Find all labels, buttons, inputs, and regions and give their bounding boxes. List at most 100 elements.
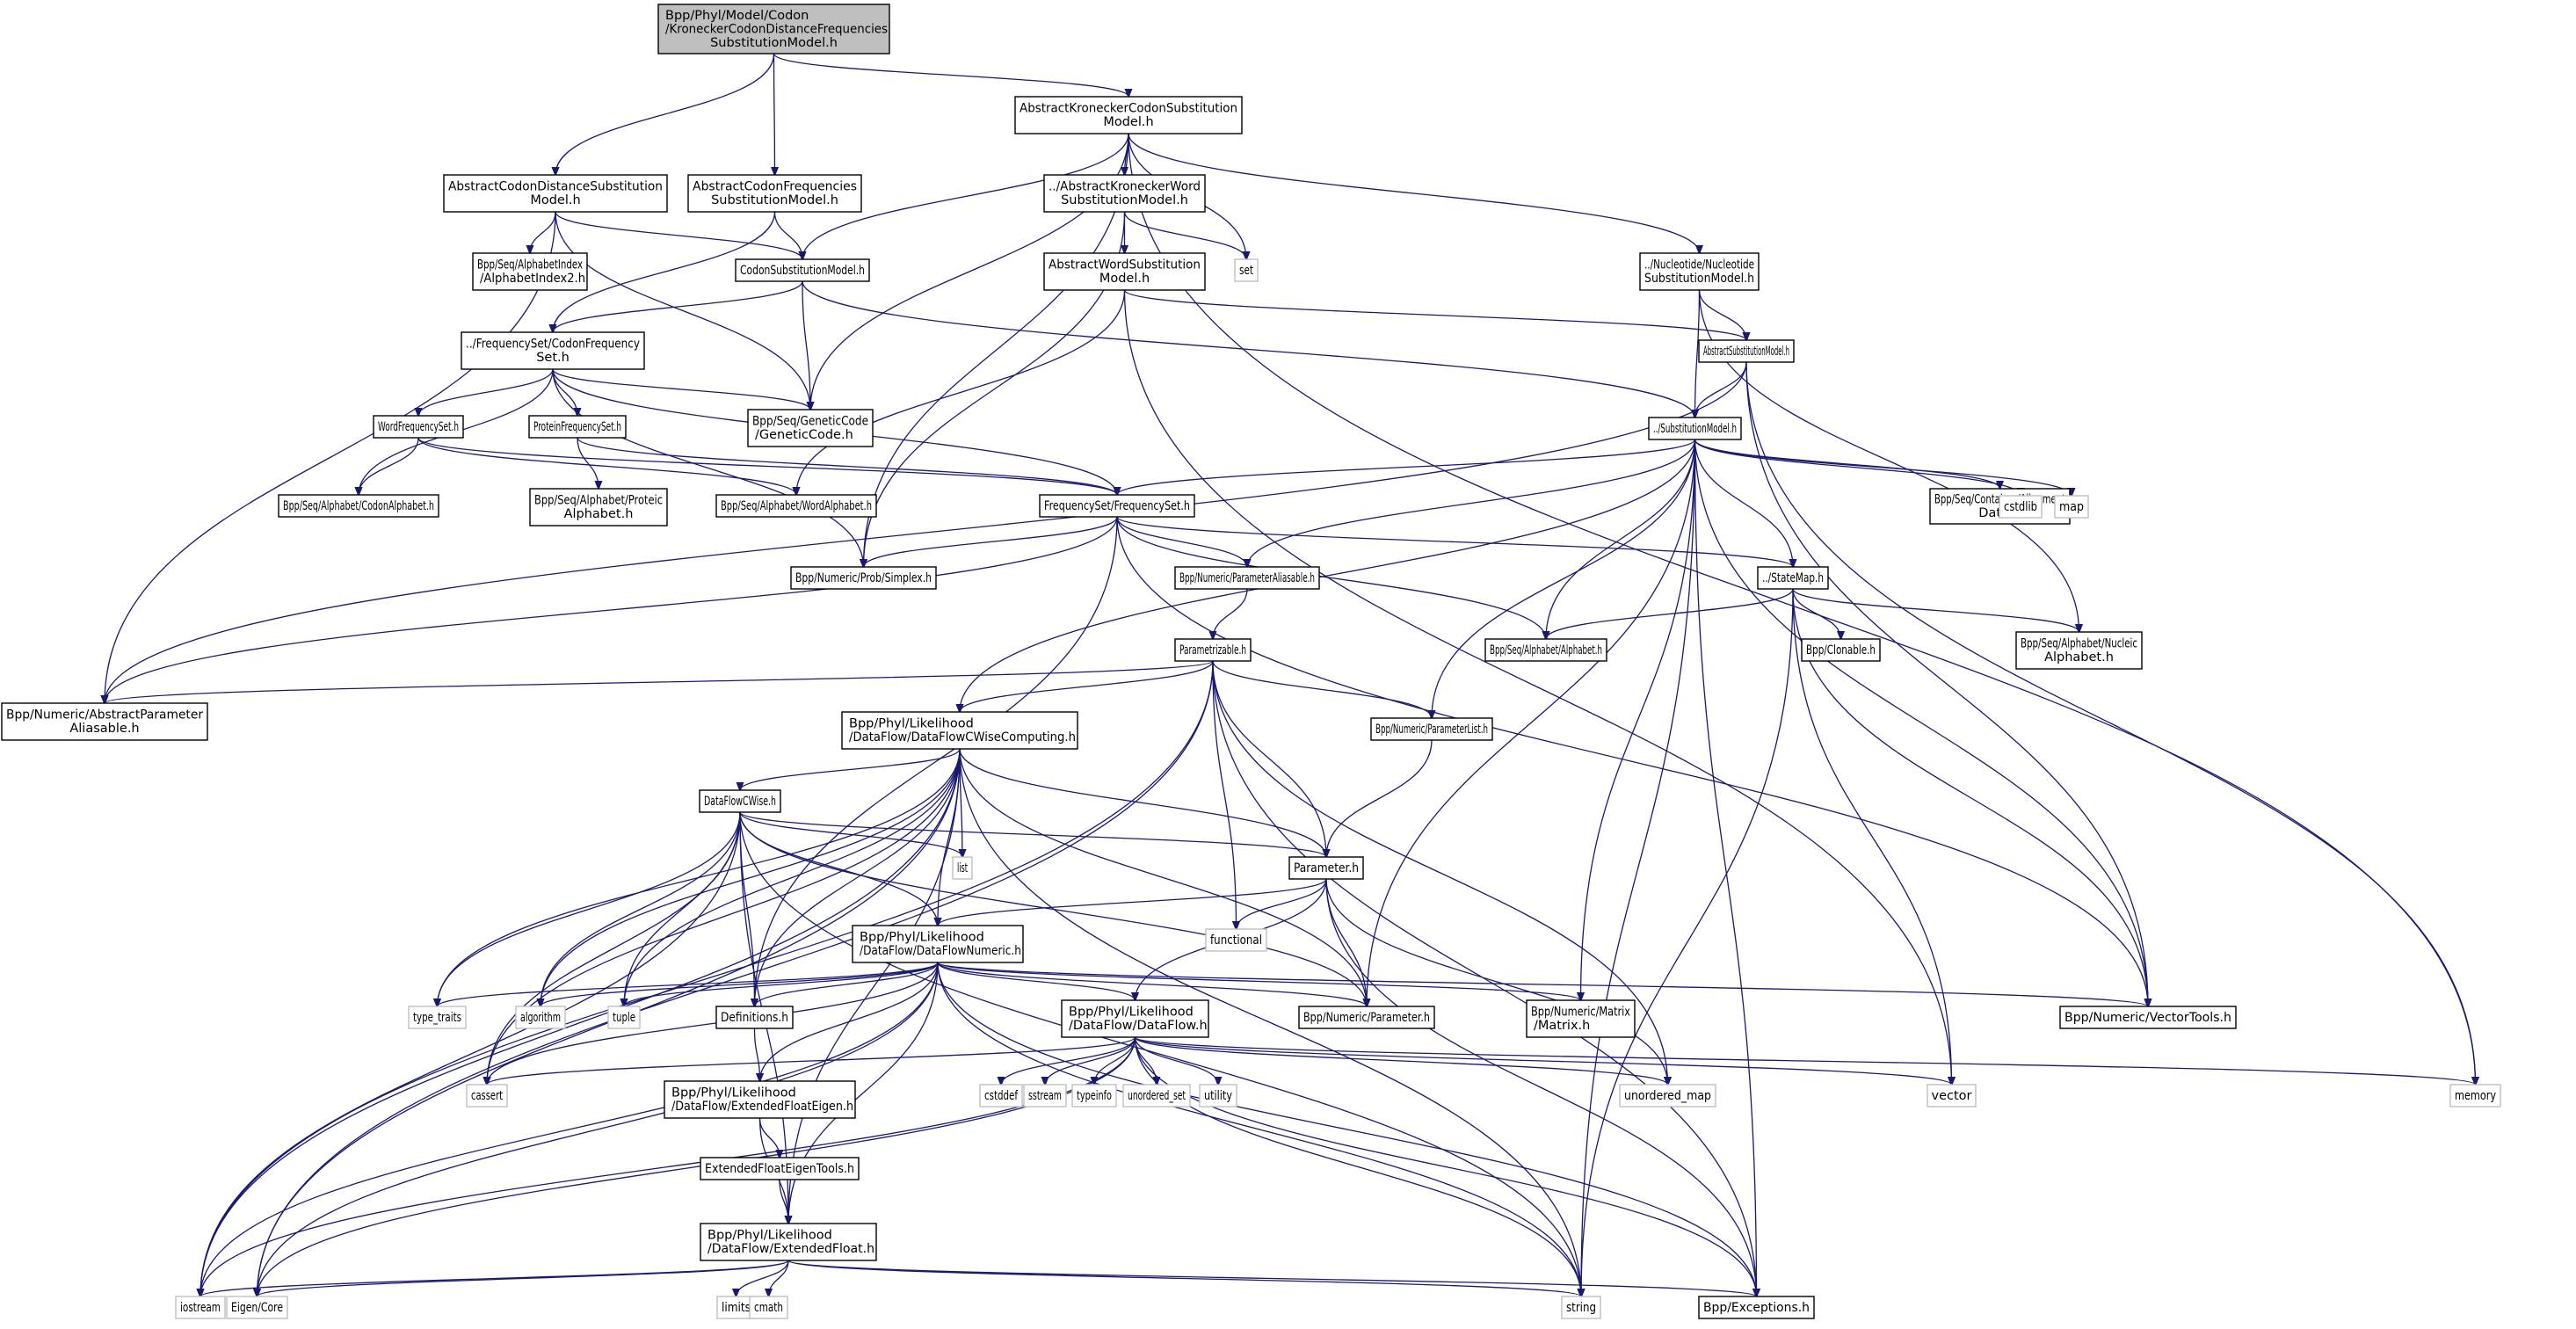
node-box xyxy=(952,856,973,880)
node-cassert: cassert xyxy=(466,1084,508,1108)
edge-dfcw-to-type_traits xyxy=(438,811,741,1006)
edge-awsm-to-wordalpha xyxy=(796,289,1126,495)
edge-asm-to-vtools xyxy=(1745,361,2148,1006)
node-label: Bpp/Seq/Alphabet/Proteic xyxy=(534,494,663,508)
edge-sm-to-cstdlib xyxy=(1694,439,2021,496)
edge-acdsm-to-apa xyxy=(105,211,556,703)
node-pfs[interactable]: ProteinFrequencySet.h xyxy=(528,415,627,439)
node-asm[interactable]: AbstractSubstitutionModel.h xyxy=(1698,339,1795,363)
node-param[interactable]: Parametrizable.h xyxy=(1174,638,1252,662)
edge-statemap-to-string xyxy=(1581,588,1794,1296)
edge-dfcwc-to-dfcw xyxy=(740,748,961,790)
node-label: Bpp/Numeric/ParameterAliasable.h xyxy=(1179,571,1315,585)
node-vtools[interactable]: Bpp/Numeric/VectorTools.h xyxy=(2059,1006,2237,1029)
node-akwsm[interactable]: ../AbstractKroneckerWordSubstitutionMode… xyxy=(1043,174,1206,213)
edge-df-to-memory xyxy=(1134,1036,2476,1085)
node-alpha[interactable]: Bpp/Seq/Alphabet/Alphabet.h xyxy=(1484,638,1607,662)
node-dfcwc[interactable]: Bpp/Phyl/Likelihood/DataFlow/DataFlowCWi… xyxy=(841,711,1078,750)
node-defs[interactable]: Definitions.h xyxy=(715,1006,794,1029)
node-aidx[interactable]: Bpp/Seq/AlphabetIndex/AlphabetIndex2.h xyxy=(472,252,588,291)
node-box xyxy=(735,258,870,282)
node-label: type_traits xyxy=(413,1011,461,1025)
node-df[interactable]: Bpp/Phyl/Likelihood/DataFlow/DataFlow.h xyxy=(1061,999,1209,1038)
node-utility: utility xyxy=(1199,1084,1237,1108)
edge-statemap-to-nucalpha xyxy=(1792,588,2079,632)
edge-fs-to-statemap xyxy=(1116,516,1793,567)
node-exceptions[interactable]: Bpp/Exceptions.h xyxy=(1698,1296,1815,1319)
node-acfsm[interactable]: AbstractCodonFrequenciesSubstitutionMode… xyxy=(687,174,862,213)
node-box xyxy=(715,1006,794,1029)
node-box xyxy=(700,1223,877,1261)
node-parameter[interactable]: Parameter.h xyxy=(1288,856,1364,880)
edge-dfcwc-to-nparam xyxy=(959,748,1367,1006)
node-plist[interactable]: Bpp/Numeric/ParameterList.h xyxy=(1370,717,1493,741)
node-box xyxy=(528,415,627,439)
node-dfn[interactable]: Bpp/Phyl/Likelihood/DataFlow/DataFlowNum… xyxy=(852,925,1024,963)
node-cstddef: cstddef xyxy=(979,1084,1023,1108)
node-box xyxy=(1639,252,1760,291)
edge-fs-to-vtools xyxy=(1116,516,2148,1006)
node-box xyxy=(1199,1084,1237,1108)
node-wfs[interactable]: WordFrequencySet.h xyxy=(373,415,464,439)
node-box xyxy=(1043,174,1206,213)
node-box xyxy=(607,1006,641,1029)
node-label: /GeneticCode.h xyxy=(755,428,853,442)
node-box xyxy=(657,4,890,54)
edge-dfcw-to-parameter xyxy=(739,811,1326,857)
node-dfcw[interactable]: DataFlowCWise.h xyxy=(699,789,781,813)
node-cmath: cmath xyxy=(749,1296,788,1319)
node-csm[interactable]: CodonSubstitutionModel.h xyxy=(735,258,870,282)
node-label: Bpp/Numeric/Matrix xyxy=(1531,1006,1630,1020)
node-eigen: Eigen/Core xyxy=(226,1296,288,1319)
node-codalpha[interactable]: Bpp/Seq/Alphabet/CodonAlphabet.h xyxy=(278,494,439,518)
node-vector: vector xyxy=(1927,1084,1977,1108)
node-efe[interactable]: Bpp/Phyl/Likelihood/DataFlow/ExtendedFlo… xyxy=(664,1080,856,1119)
node-sm[interactable]: ../SubstitutionModel.h xyxy=(1648,417,1742,440)
node-nparam[interactable]: Bpp/Numeric/Parameter.h xyxy=(1298,1006,1435,1029)
node-efet[interactable]: ExtendedFloatEigenTools.h xyxy=(700,1157,860,1180)
edge-dfcwc-to-defs xyxy=(755,748,961,1006)
node-wordalpha[interactable]: Bpp/Seq/Alphabet/WordAlphabet.h xyxy=(715,494,877,518)
edge-param-to-dfcwc xyxy=(960,660,1214,712)
node-gc[interactable]: Bpp/Seq/GeneticCode/GeneticCode.h xyxy=(747,409,874,447)
node-fs[interactable]: FrequencySet/FrequencySet.h xyxy=(1039,494,1195,518)
node-label: Bpp/Seq/Alphabet/WordAlphabet.h xyxy=(721,499,872,513)
node-label: Bpp/Phyl/Model/Codon xyxy=(665,9,809,23)
node-box xyxy=(1484,638,1607,662)
node-label: utility xyxy=(1204,1089,1232,1103)
edges-layer xyxy=(105,53,2476,1296)
node-box xyxy=(1071,1084,1117,1108)
node-ef[interactable]: Bpp/Phyl/Likelihood/DataFlow/ExtendedFlo… xyxy=(700,1223,877,1261)
edge-df-to-unordered_map xyxy=(1134,1036,1668,1085)
edge-parameter-to-dfn xyxy=(938,878,1327,926)
node-clonable[interactable]: Bpp/Clonable.h xyxy=(1801,638,1881,662)
node-simplex[interactable]: Bpp/Numeric/Prob/Simplex.h xyxy=(790,566,937,590)
edge-asm-to-memory xyxy=(1745,361,2476,1085)
node-akcsm[interactable]: AbstractKroneckerCodonSubstitutionModel.… xyxy=(1014,96,1243,134)
edge-dfn-to-algorithm xyxy=(541,962,939,1006)
edge-statemap-to-alpha xyxy=(1546,588,1794,639)
node-matrix[interactable]: Bpp/Numeric/Matrix/Matrix.h xyxy=(1526,999,1636,1038)
node-box xyxy=(278,494,439,518)
node-palias[interactable]: Bpp/Numeric/ParameterAliasable.h xyxy=(1174,566,1320,590)
edge-dfcw-to-defs xyxy=(739,811,755,1006)
node-box xyxy=(515,1006,566,1029)
edge-dfcwc-to-parameter xyxy=(959,748,1326,857)
edge-cfs-to-simplex xyxy=(552,368,864,567)
node-box xyxy=(1619,1084,1716,1108)
node-label: /DataFlow/DataFlowCWiseComputing.h xyxy=(849,730,1076,744)
edge-sm-to-exceptions xyxy=(1694,439,1757,1296)
node-root[interactable]: Bpp/Phyl/Model/Codon/KroneckerCodonDista… xyxy=(657,4,890,54)
node-nucsm[interactable]: ../Nucleotide/NucleotideSubstitutionMode… xyxy=(1639,252,1760,291)
node-statemap[interactable]: ../StateMap.h xyxy=(1757,566,1829,590)
node-label: functional xyxy=(1210,933,1262,948)
edge-csm-to-sm xyxy=(802,280,1695,418)
node-box xyxy=(1205,928,1267,952)
edge-root-to-akcsm xyxy=(773,53,1129,97)
